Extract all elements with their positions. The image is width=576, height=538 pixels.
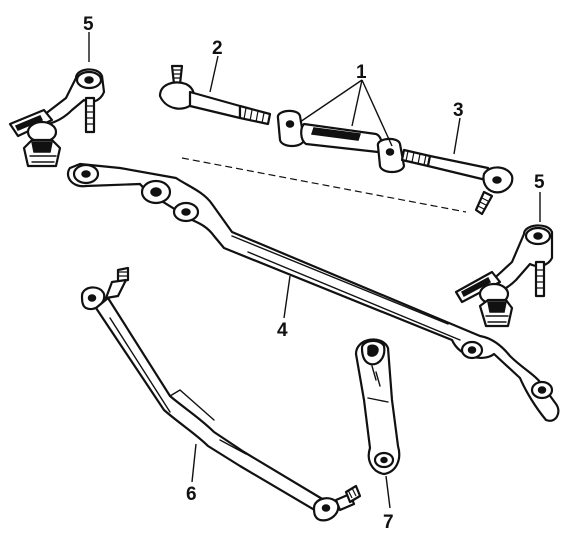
callout-2: 2 (212, 38, 223, 59)
adjuster-sleeve (276, 79, 406, 174)
steering-damper (80, 266, 362, 522)
pitman-arm (354, 338, 401, 509)
callout-1: 1 (356, 62, 367, 83)
relay-rod (66, 162, 560, 422)
callout-4: 4 (277, 320, 288, 341)
outer-tie-rod-end (158, 55, 272, 126)
idler-arm-left (8, 32, 106, 168)
idler-arm-right (454, 192, 554, 328)
callout-7: 7 (383, 512, 394, 533)
callout-6: 6 (186, 484, 197, 505)
callout-3: 3 (453, 100, 464, 121)
callout-5-right: 5 (534, 172, 545, 193)
inner-tie-rod-end (181, 117, 514, 216)
callout-5-left: 5 (83, 14, 94, 35)
